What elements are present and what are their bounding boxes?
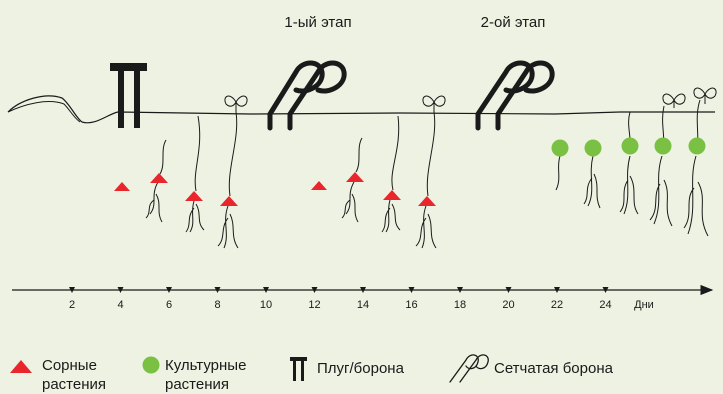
weed-marker <box>114 182 130 191</box>
sprout-icon <box>422 95 446 112</box>
weed-seedling <box>341 137 363 223</box>
sprout-icon <box>662 87 717 108</box>
soil-surface-line <box>7 95 715 124</box>
legend-weeds-line-2: растения <box>42 376 106 393</box>
axis-tick-marker <box>214 287 221 293</box>
crop-plant <box>584 139 602 157</box>
sprout-icon <box>224 95 248 112</box>
legend-plow-icon <box>290 357 307 381</box>
crop-plant <box>551 139 569 157</box>
legend-crops-line-2: растения <box>165 376 229 393</box>
axis-tick-label: 24 <box>599 299 611 311</box>
axis-tick-label: 18 <box>454 299 466 311</box>
axis-tick-label: 14 <box>357 299 369 311</box>
weed-seedling <box>415 111 437 249</box>
axis-tick-marker <box>554 287 560 293</box>
axis-tick-label: 10 <box>260 299 272 311</box>
soil-mound <box>7 101 81 123</box>
legend-net-harrow-icon <box>449 354 489 383</box>
axis-tick-label: 8 <box>214 299 220 311</box>
crop-roots <box>555 99 709 237</box>
weed-seedling <box>217 111 239 249</box>
axis-tick-marker <box>360 287 366 293</box>
axis-tick-label: 12 <box>308 299 320 311</box>
axis-tick-marker <box>602 287 609 293</box>
weed-seedling <box>381 115 401 233</box>
weed-marker <box>311 181 327 190</box>
weed-seedling <box>185 115 205 233</box>
crop-plant <box>621 137 639 155</box>
axis-tick-marker <box>263 287 269 293</box>
stage-2-label: 2-ой этап <box>481 14 546 31</box>
legend-weed-icon <box>10 360 32 373</box>
stage-1-label: 1-ый этап <box>284 14 351 31</box>
crop-plant <box>688 137 706 155</box>
weed-marker <box>150 173 168 183</box>
weed-marker <box>418 196 436 206</box>
weed-marker <box>346 172 364 182</box>
net-harrow-icon-stage-2 <box>475 60 555 131</box>
axis-tick-marker <box>408 287 415 293</box>
axis-tick-marker <box>69 287 75 293</box>
weed-seedling <box>145 139 167 223</box>
legend-plow-label: Плуг/борона <box>317 360 405 377</box>
axis-tick-label: 22 <box>551 299 563 311</box>
legend-crops-line-1: Культурные <box>165 357 246 374</box>
legend-weeds-line-1: Сорные <box>42 357 97 374</box>
axis-tick-marker <box>505 287 512 293</box>
axis-tick-marker <box>311 287 318 293</box>
plow-icon <box>110 63 147 128</box>
legend-crop-icon <box>142 356 160 374</box>
weed-marker <box>383 190 401 200</box>
legend: Сорные растения Культурные растения Плуг… <box>10 354 614 393</box>
axis-tick-label: 2 <box>69 299 75 311</box>
crop-plant <box>654 137 672 155</box>
axis-tick-marker <box>166 287 172 293</box>
axis-tick-marker <box>457 287 463 293</box>
axis-tick-marker <box>117 287 124 293</box>
axis-tick-label: 20 <box>502 299 514 311</box>
weed-marker <box>220 196 238 206</box>
net-harrow-icon-stage-1 <box>267 60 347 131</box>
legend-net-harrow-label: Сетчатая борона <box>494 360 614 377</box>
axis-tick-label: 16 <box>405 299 417 311</box>
axis-tick-label: 6 <box>166 299 172 311</box>
axis-tick-label: 4 <box>117 299 123 311</box>
axis-unit-label: Дни <box>634 299 654 311</box>
weed-marker <box>185 191 203 201</box>
